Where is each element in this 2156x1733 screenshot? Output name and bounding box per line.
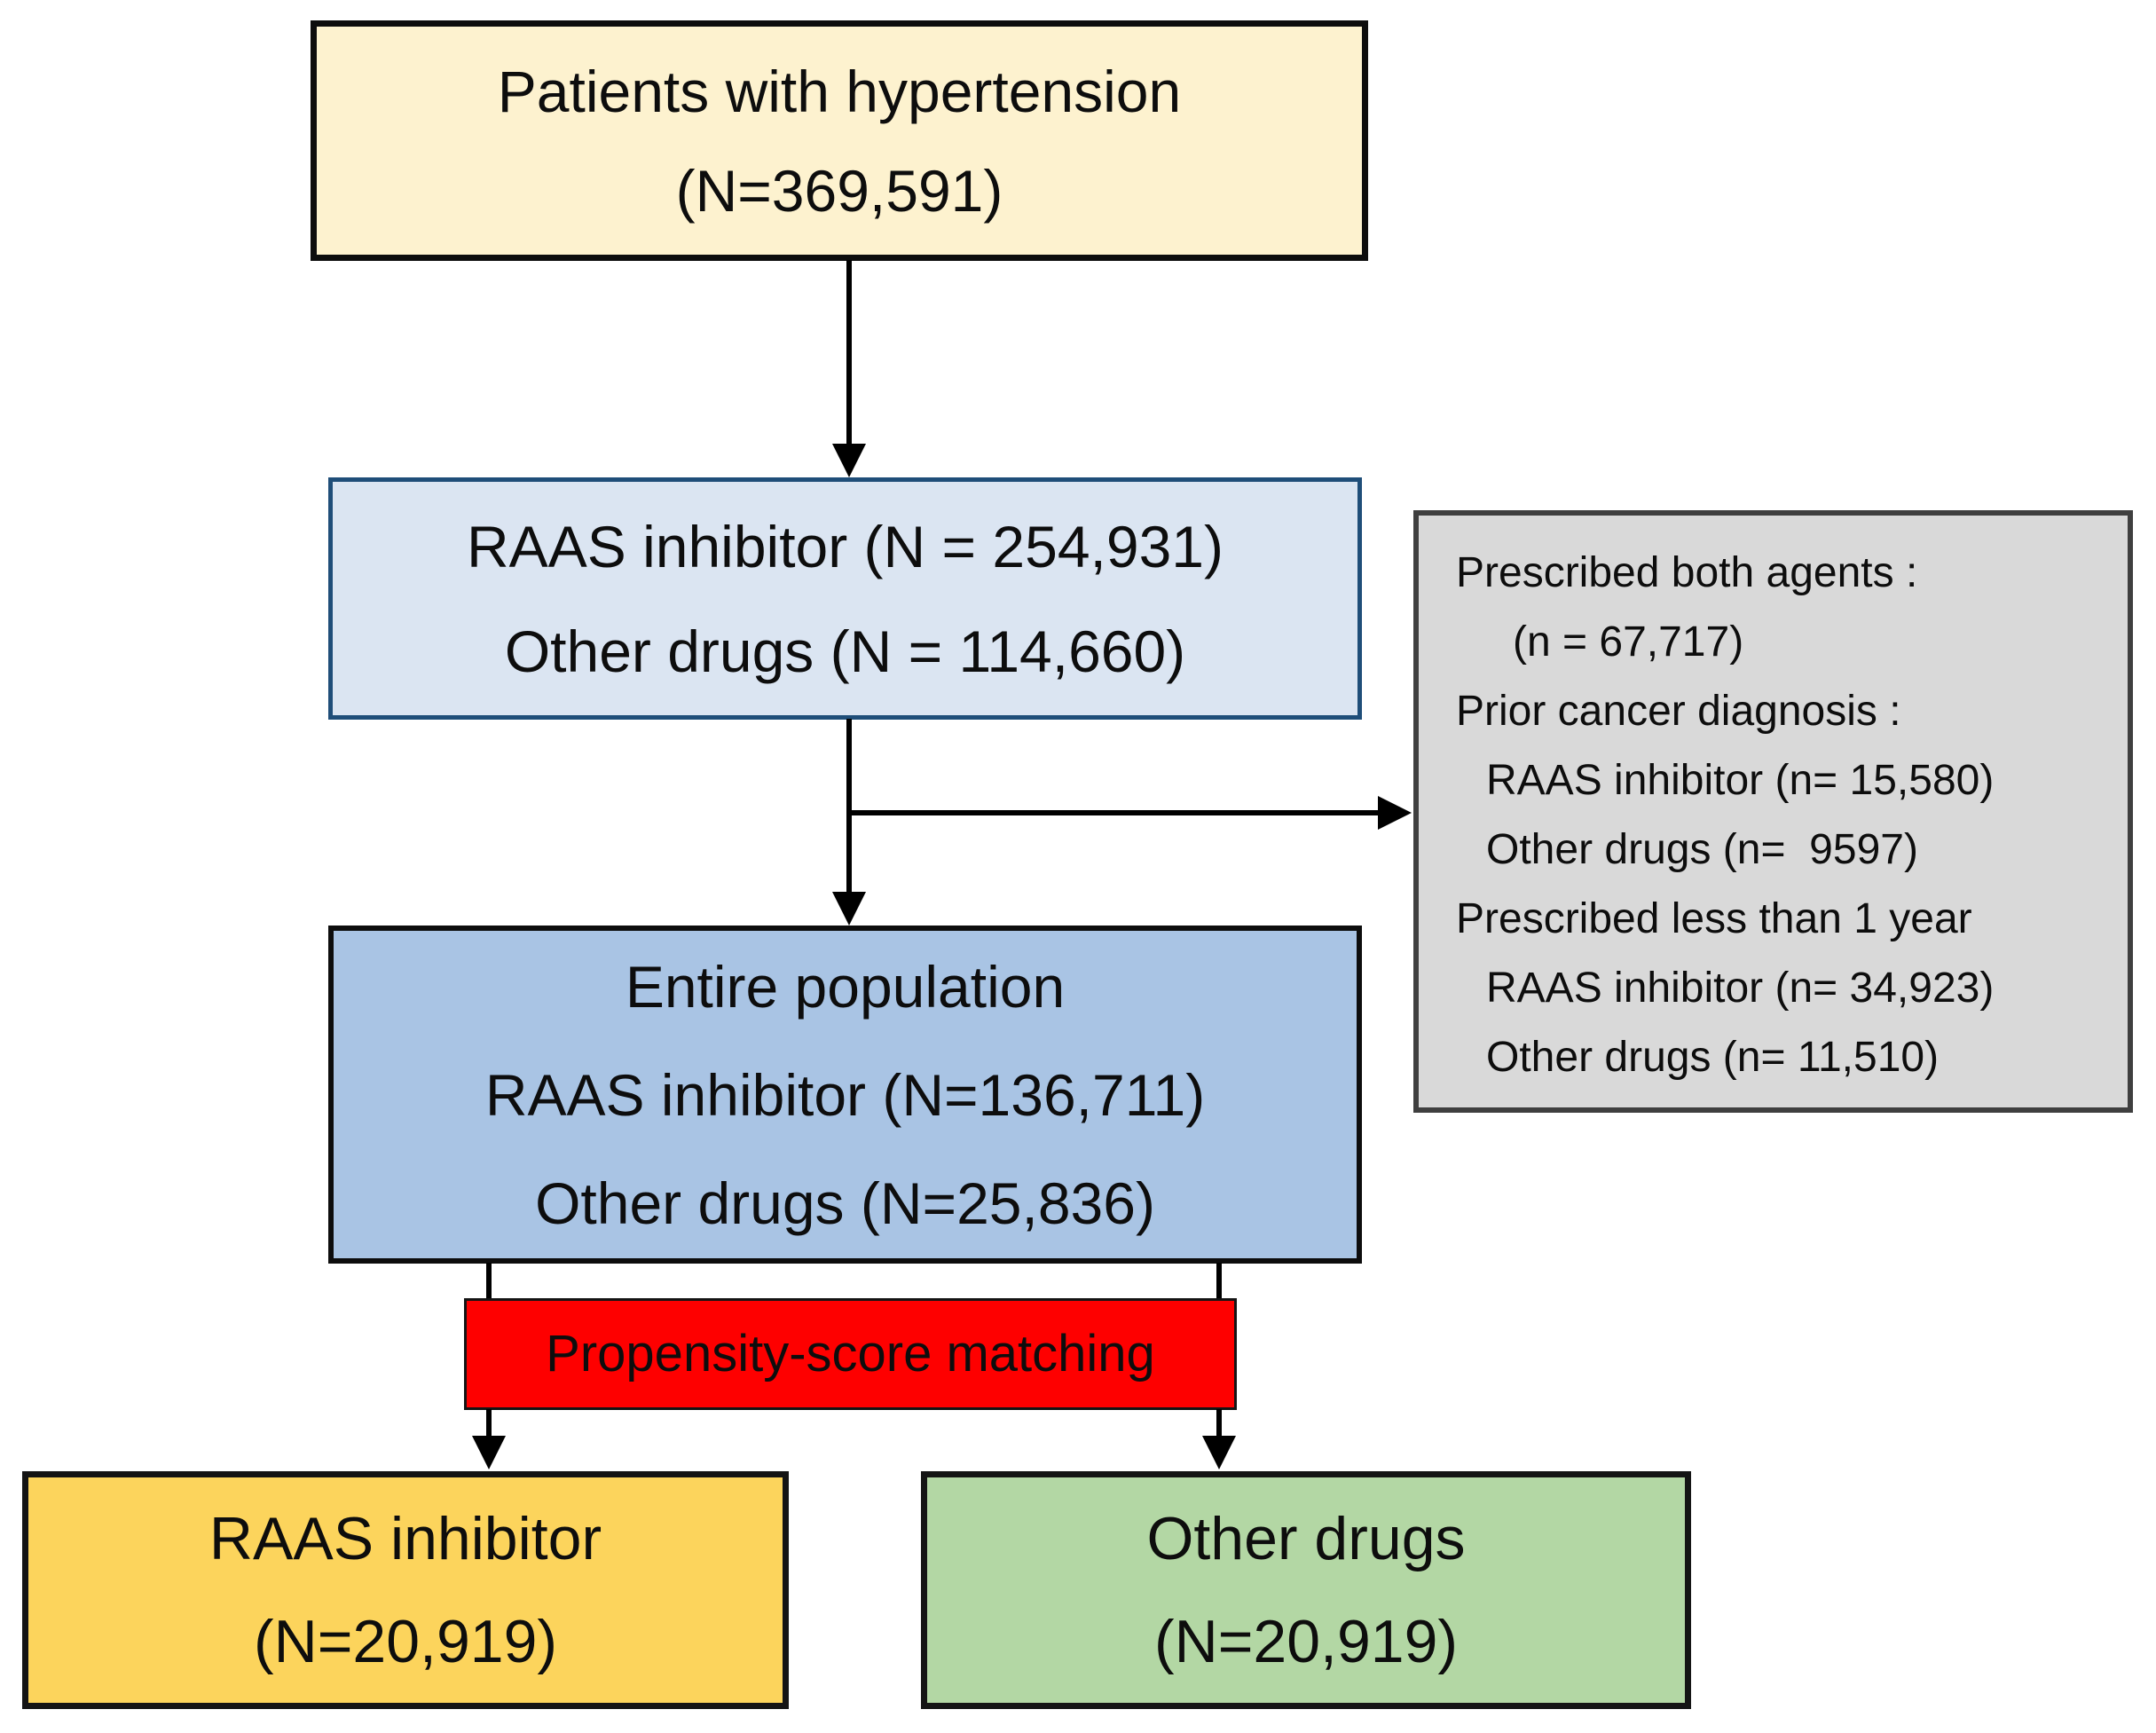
connector-population-to-matching-right: [1216, 1263, 1222, 1299]
other-matched-box: Other drugs (N=20,919): [921, 1471, 1691, 1709]
connector-branch-to-exclusions: [849, 810, 1380, 815]
connector-matching-to-other: [1216, 1409, 1222, 1438]
other-matched-title: Other drugs: [1146, 1505, 1466, 1572]
exclusion-prior-cancer-other: Other drugs (n= 9597): [1486, 826, 1918, 873]
arrow-down-icon: [832, 444, 866, 477]
raas-matched-box: RAAS inhibitor (N=20,919): [22, 1471, 789, 1709]
population-raas-count: RAAS inhibitor (N=136,711): [484, 1061, 1206, 1128]
hypertension-count: (N=369,591): [675, 157, 1003, 224]
exclusions-box: Prescribed both agents : (n = 67,717) Pr…: [1413, 510, 2133, 1113]
hypertension-title: Patients with hypertension: [497, 58, 1182, 124]
exclusion-prior-cancer-raas: RAAS inhibitor (n= 15,580): [1486, 757, 1995, 804]
connector-population-to-matching-left: [486, 1263, 492, 1299]
initial-drugs-box: RAAS inhibitor (N = 254,931) Other drugs…: [328, 477, 1362, 720]
initial-other-count: Other drugs (N = 114,660): [504, 618, 1186, 684]
exclusion-less-than-1-year-label: Prescribed less than 1 year: [1456, 895, 1972, 942]
raas-matched-count: (N=20,919): [253, 1608, 558, 1675]
connector-matching-to-raas: [486, 1409, 492, 1438]
exclusion-both-agents-label: Prescribed both agents :: [1456, 549, 1918, 596]
connector-initial-to-population: [846, 719, 852, 894]
entire-population-box: Entire population RAAS inhibitor (N=136,…: [328, 926, 1362, 1264]
exclusion-less-1yr-raas: RAAS inhibitor (n= 34,923): [1486, 965, 1995, 1012]
population-title: Entire population: [625, 953, 1066, 1020]
connector-hypertension-to-initial: [846, 260, 852, 446]
arrow-down-icon: [472, 1436, 506, 1469]
population-other-count: Other drugs (N=25,836): [535, 1170, 1155, 1236]
initial-raas-count: RAAS inhibitor (N = 254,931): [467, 513, 1224, 579]
raas-matched-title: RAAS inhibitor: [209, 1505, 602, 1572]
arrow-right-icon: [1378, 796, 1412, 830]
arrow-down-icon: [1202, 1436, 1236, 1469]
matching-label: Propensity-score matching: [546, 1325, 1155, 1382]
arrow-down-icon: [832, 892, 866, 926]
exclusion-both-agents-count: (n = 67,717): [1513, 618, 1744, 666]
exclusion-less-1yr-other: Other drugs (n= 11,510): [1486, 1034, 1940, 1081]
hypertension-box: Patients with hypertension (N=369,591): [311, 20, 1368, 261]
propensity-matching-box: Propensity-score matching: [464, 1298, 1237, 1410]
exclusion-prior-cancer-label: Prior cancer diagnosis :: [1456, 688, 1901, 735]
other-matched-count: (N=20,919): [1153, 1608, 1459, 1675]
